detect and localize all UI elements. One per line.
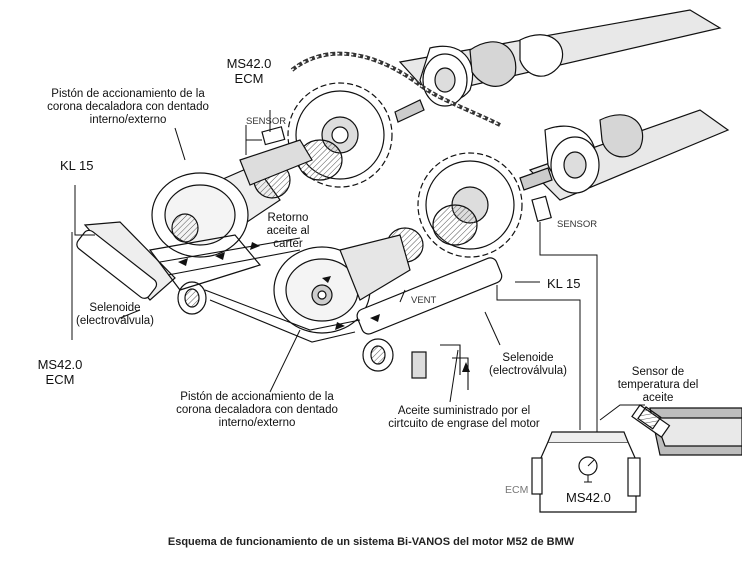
ms420-ecm-left-label: MS42.0 ECM [30,357,90,387]
retorno-line3: carter [273,238,303,250]
retorno-line1: Retorno [267,212,309,224]
solenoid-left-label: Selenoide (electroválvula) [70,302,160,328]
oil-supply-line1: Aceite suministrado por el [397,405,531,417]
ms420-ecm-top-line1: MS42.0 [226,56,272,71]
ms420-ecm-left-line1: MS42.0 [37,357,83,372]
solenoid-right-line2: (electroválvula) [489,365,567,377]
temp-sensor-label: Sensor de temperatura del aceite [606,366,710,405]
piston-top-line3: interno/externo [89,114,167,126]
ecm-unit-side-label: ECM [505,484,529,496]
kl15-right-label: KL 15 [547,276,581,291]
vent-label: VENT [411,295,437,306]
piston-top-line1: Pistón de accionamiento de la [51,88,205,100]
sensor-icon [261,126,552,222]
timing-chain-icon [290,51,501,127]
wiring [71,110,645,435]
figure-caption: Esquema de funcionamiento de un sistema … [167,536,575,548]
ms420-ecm-left-line2: ECM [45,372,75,387]
retorno-line2: aceite al [266,225,310,237]
piston-bottom-label: Pistón de accionamiento de la corona dec… [158,391,356,430]
ms420-ecm-top-line2: ECM [234,71,264,86]
left-solenoid-icon [76,221,262,315]
piston-bottom-line1: Pistón de accionamiento de la [180,391,334,403]
solenoid-right-label: Selenoide (electroválvula) [478,352,578,378]
temp-sensor-line2: temperatura del [617,379,699,391]
solenoid-left-line1: Selenoide [89,302,141,314]
oil-temperature-sensor-icon [631,404,742,456]
piston-bottom-line3: interno/externo [218,417,296,429]
ecm-unit [531,431,641,513]
retorno-label: Retorno aceite al carter [258,212,318,251]
solenoid-left-line2: (electroválvula) [76,315,154,327]
oil-flow-arrows [178,242,470,372]
temp-sensor-line1: Sensor de [631,366,685,378]
sensor-right-label: SENSOR [557,219,598,230]
lower-camshaft-icon [519,109,730,201]
ms420-ecm-top-label: MS42.0 ECM [218,56,280,86]
sensor-top-label: SENSOR [246,116,287,127]
lower-sprocket-icon [386,152,523,263]
piston-top-label: Pistón de accionamiento de la corona dec… [28,88,228,127]
kl15-left-label: KL 15 [60,158,94,173]
lower-piston-assembly [273,234,411,334]
right-solenoid-icon [356,257,503,379]
upper-sprocket-icon [287,82,393,188]
temp-sensor-line3: aceite [642,392,674,404]
ecm-unit-name-label: MS42.0 [566,490,611,505]
piston-bottom-line2: corona decaladora con dentado [176,404,338,416]
leader-lines [119,125,501,403]
upper-piston-assembly [151,139,313,258]
piston-top-line2: corona decaladora con dentado [47,101,209,113]
oil-supply-label: Aceite suministrado por el cirtcuito de … [368,405,560,431]
oil-channels [159,237,469,390]
upper-camshaft-icon [394,9,722,123]
oil-supply-line2: cirtcuito de engrase del motor [388,418,540,430]
solenoid-right-line1: Selenoide [502,352,554,364]
